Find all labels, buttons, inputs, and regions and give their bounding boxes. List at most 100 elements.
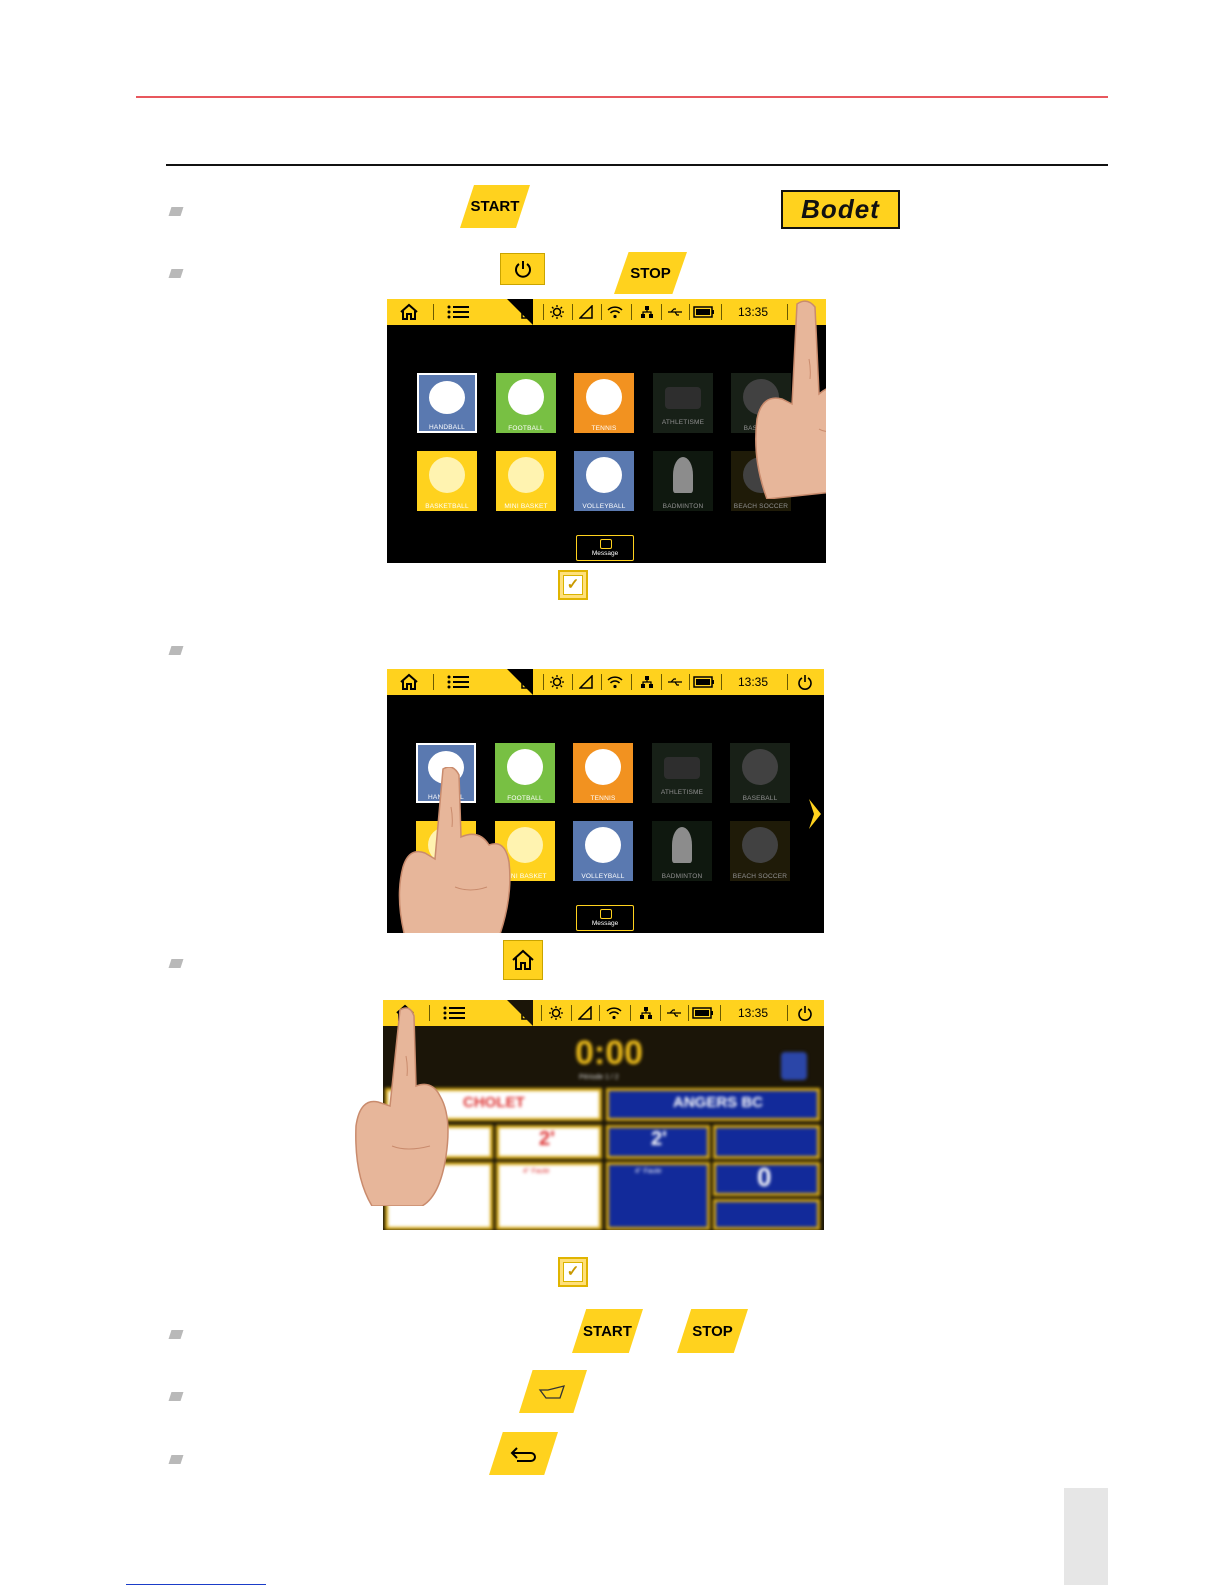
power-icon[interactable]	[795, 673, 815, 691]
home-timeout-cell	[496, 1125, 602, 1159]
away-timeout-cell	[606, 1125, 710, 1159]
ball-icon	[673, 457, 693, 493]
check-icon: ✓	[558, 570, 588, 600]
menu-button[interactable]	[439, 1003, 469, 1023]
hand-pointer-image	[355, 1007, 449, 1206]
sport-tile-label: MINI BASKET	[503, 873, 547, 880]
ball-icon	[508, 379, 544, 415]
sport-tile-label: BEACH SOCCER	[732, 873, 788, 880]
sport-tile-football[interactable]: FOOTBALL	[495, 743, 555, 803]
sport-tile-football[interactable]: FOOTBALL	[496, 373, 556, 433]
brightness-icon	[546, 1004, 566, 1022]
sport-tile-label: FOOTBALL	[507, 795, 543, 802]
stop-button[interactable]: STOP	[614, 252, 687, 294]
jersey-icon	[781, 1052, 807, 1080]
ball-icon	[586, 457, 622, 493]
sport-tile-mini-basket[interactable]: MINI BASKET	[496, 451, 556, 511]
sport-tile-handball[interactable]: HANDBALL	[417, 373, 477, 433]
ball-icon	[507, 827, 543, 863]
home-button[interactable]	[395, 302, 423, 322]
bullet	[168, 1392, 184, 1401]
signal-icon	[575, 1004, 595, 1022]
message-button[interactable]: Message	[576, 535, 634, 561]
bar-cut	[507, 669, 533, 695]
ball-icon	[507, 749, 543, 785]
start-button[interactable]: START	[572, 1309, 643, 1353]
start-button[interactable]: START	[460, 185, 530, 228]
game-clock: 0:00	[575, 1034, 644, 1072]
ball-icon	[429, 457, 465, 493]
sport-tile-badminton[interactable]: BADMINTON	[653, 451, 713, 511]
hand-pointer-image	[755, 300, 826, 499]
sport-tile-basketball[interactable]: BASKETBALL	[417, 451, 477, 511]
sport-tile-label: BEACH SOCCER	[733, 503, 789, 510]
sport-tile-label: BADMINTON	[661, 873, 703, 880]
sport-tile-volleyball[interactable]: VOLLEYBALL	[573, 821, 633, 881]
home-icon	[512, 949, 534, 970]
section-rule	[166, 164, 1108, 166]
message-icon	[600, 909, 612, 919]
usb-icon	[665, 673, 685, 691]
away-bottom-cell	[713, 1199, 820, 1230]
bullet	[168, 1330, 184, 1339]
network-icon	[636, 1004, 656, 1022]
hand-pointer-image	[398, 767, 511, 933]
bullet	[168, 207, 184, 216]
home-foul-label: 4° Faute	[523, 1168, 550, 1175]
sport-tile-tennis[interactable]: TENNIS	[573, 743, 633, 803]
menu-icon	[447, 675, 469, 689]
home-button[interactable]	[503, 940, 543, 980]
stop-button[interactable]: STOP	[677, 1309, 748, 1353]
bullet	[168, 959, 184, 968]
wifi-icon	[604, 1004, 624, 1022]
ball-icon	[742, 827, 778, 863]
menu-button[interactable]	[443, 672, 473, 692]
sport-tile-label: BASEBALL	[742, 795, 778, 802]
power-icon	[514, 261, 531, 278]
away-right-cell	[713, 1125, 820, 1159]
sport-tile-label: TENNIS	[590, 795, 616, 802]
sport-tile-label: BADMINTON	[662, 503, 704, 510]
away-score: 0	[757, 1162, 772, 1192]
away-foul-label: 4° Faute	[635, 1168, 662, 1175]
away-timeouts: 2'	[651, 1128, 667, 1150]
sport-tile-label: TENNIS	[591, 425, 617, 432]
ball-icon	[508, 457, 544, 493]
message-button[interactable]: Message	[576, 905, 634, 931]
chevron-right-icon[interactable]	[807, 797, 823, 831]
away-team-name: ANGERS BC	[673, 1094, 764, 1111]
horn-button[interactable]	[519, 1370, 587, 1413]
brightness-icon	[547, 673, 567, 691]
menu-button[interactable]	[443, 302, 473, 322]
sport-tile-volleyball[interactable]: VOLLEYBALL	[574, 451, 634, 511]
sport-tile-badminton[interactable]: BADMINTON	[652, 821, 712, 881]
sport-tile-label: VOLLEYBALL	[582, 503, 626, 510]
sport-tile-beach-soccer[interactable]: BEACH SOCCER	[730, 821, 790, 881]
sport-tile-tennis[interactable]: TENNIS	[574, 373, 634, 433]
sport-tile-athletisme[interactable]: ATHLETISME	[652, 743, 712, 803]
ball-icon	[585, 749, 621, 785]
power-button[interactable]	[500, 253, 545, 285]
network-icon	[637, 673, 657, 691]
sport-tile-athletisme[interactable]: ATHLETISME	[653, 373, 713, 433]
usb-icon	[665, 303, 685, 321]
sport-tile-label: MINI BASKET	[504, 503, 548, 510]
horn-icon	[538, 1384, 565, 1399]
sport-tile-mini-basket[interactable]: MINI BASKET	[495, 821, 555, 881]
message-icon	[600, 539, 612, 549]
network-icon	[637, 303, 657, 321]
sport-tile-baseball[interactable]: BASEBALL	[730, 743, 790, 803]
sport-tile-label: VOLLEYBALL	[581, 873, 625, 880]
home-team-name: CHOLET	[463, 1094, 525, 1111]
sport-selection-screen-2: 13:35 HANDBALLFOOTBALLTENNISATHLETISMEBA…	[387, 669, 824, 933]
signal-icon	[576, 303, 596, 321]
back-button[interactable]	[489, 1432, 558, 1475]
clock: 13:35	[738, 675, 769, 689]
battery-icon	[691, 1004, 715, 1022]
away-foul-cell	[606, 1162, 710, 1230]
power-icon[interactable]	[795, 1004, 815, 1022]
usb-icon	[664, 1004, 684, 1022]
home-button[interactable]	[395, 672, 423, 692]
bullet	[168, 646, 184, 655]
